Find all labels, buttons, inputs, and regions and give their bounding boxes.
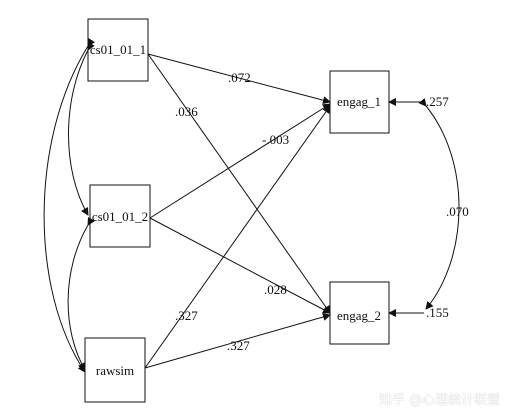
coef-engag-covariance: .070 (446, 204, 469, 219)
path-rawsim-engag1 (144, 105, 331, 369)
node-cs01-01-2-box (89, 184, 151, 248)
node-engag-2-box (329, 281, 390, 345)
path-cs1-engag2 (147, 53, 331, 314)
residual-engag2-value: .155 (426, 305, 449, 320)
path-cs1-engag1 (147, 53, 331, 105)
coef-cs2-engag2: .028 (264, 282, 287, 297)
node-cs01-01-1-box (87, 18, 149, 82)
coef-cs2-engag1: -.003 (262, 132, 289, 147)
cov-cs1-cs2 (68, 41, 95, 216)
node-cs01-01-1-label: cs01_01_1 (90, 42, 146, 57)
path-cs2-engag1 (149, 103, 331, 219)
residual-engag1-value: .257 (426, 94, 449, 109)
coef-cs1-engag1: .072 (228, 70, 251, 85)
watermark-account: @心理统计联盟 (408, 393, 500, 408)
path-cs2-engag2 (149, 217, 331, 314)
coef-rawsim-engag1: .327 (175, 308, 198, 323)
cov-cs1-rawsim (43, 37, 96, 373)
cov-engag1-engag2 (418, 98, 460, 310)
node-engag-1-label: engag_1 (337, 94, 381, 109)
node-cs01-01-2-label: cs01_01_2 (92, 209, 148, 224)
coef-rawsim-engag2: .327 (227, 338, 250, 353)
coef-cs1-engag2: .036 (175, 104, 198, 119)
watermark: 知乎 @心理统计联盟 (379, 389, 500, 408)
path-rawsim-engag2 (144, 313, 331, 369)
node-engag-2-label: engag_2 (337, 308, 381, 323)
node-rawsim-label: rawsim (96, 363, 134, 378)
watermark-brand: 知乎 (378, 393, 405, 408)
